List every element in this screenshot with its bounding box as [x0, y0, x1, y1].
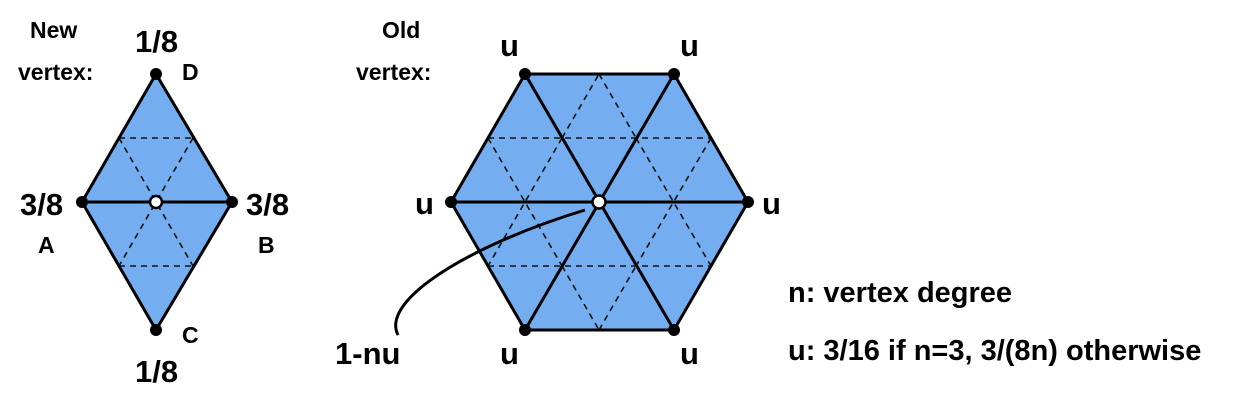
weight-top: 1/8 [135, 24, 178, 59]
legend: n: vertex degree u: 3/16 if n=3, 3/(8n) … [788, 277, 1201, 367]
diamond-dashed-grid [118, 137, 194, 267]
legend-n-definition: n: vertex degree [788, 277, 1012, 309]
weight-left: 3/8 [20, 187, 63, 222]
weight-u-left: u [415, 186, 434, 221]
vertex-a [76, 196, 88, 208]
legend-u-definition: u: 3/16 if n=3, 3/(8n) otherwise [788, 335, 1201, 367]
old-vertex-title-line1: Old [382, 17, 420, 43]
new-vertex-title-line1: New [30, 17, 77, 43]
neighbor-vertex [668, 68, 680, 80]
old-vertex-point [591, 194, 607, 210]
weight-bottom: 1/8 [135, 354, 178, 389]
neighbor-vertex [519, 68, 531, 80]
neighbor-vertex [519, 324, 531, 336]
label-c: C [182, 322, 199, 348]
new-vertex-point [148, 194, 164, 210]
neighbor-vertex [445, 196, 457, 208]
vertex-b [226, 196, 238, 208]
old-vertex-panel: Old vertex: u u u [335, 17, 781, 371]
new-vertex-panel: New vertex: 1/8 1/8 3/8 3/8 A B C D [18, 17, 289, 389]
weight-u-bottom-left: u [500, 336, 519, 371]
weight-u-bottom-right: u [680, 336, 699, 371]
neighbor-vertex [668, 324, 680, 336]
weight-u-right: u [762, 186, 781, 221]
old-vertex-title-line2: vertex: [356, 59, 431, 85]
neighbor-vertex [742, 196, 754, 208]
weight-u-top-right: u [680, 28, 699, 63]
weight-right: 3/8 [246, 187, 289, 222]
weight-u-top-left: u [500, 28, 519, 63]
label-d: D [182, 59, 199, 85]
vertex-c [150, 324, 162, 336]
new-vertex-title-line2: vertex: [18, 59, 93, 85]
label-a: A [38, 232, 55, 258]
center-weight-leader [394, 208, 586, 336]
vertex-d [150, 68, 162, 80]
center-weight: 1-nu [335, 336, 400, 371]
label-b: B [258, 232, 275, 258]
